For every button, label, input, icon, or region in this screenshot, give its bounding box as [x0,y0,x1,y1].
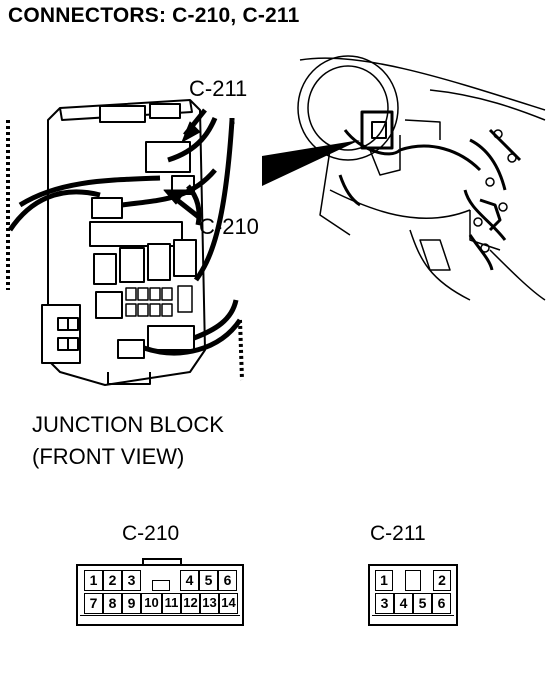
c210-title: C-210 [122,522,180,545]
c211-key [372,615,454,622]
c210-pin-blank [152,580,170,591]
c211-pin: 2 [433,570,451,591]
c210-pin: 6 [218,570,237,591]
c211-pin-blank [405,570,421,591]
c211-pin: 1 [375,570,393,591]
c210-pin: 2 [103,570,122,591]
c211-pin: 5 [413,593,432,614]
c210-pin: 11 [162,593,181,614]
dashboard-location-view [297,55,546,301]
caption-line-2: (FRONT VIEW) [32,444,185,469]
c210-pin: 12 [181,593,200,614]
c211-pin: 4 [394,593,413,614]
c210-pin: 7 [84,593,103,614]
diagram-title: CONNECTORS: C-210, C-211 [8,4,300,27]
c210-pin: 8 [103,593,122,614]
c211-connector: 1 2 3 4 5 6 [368,564,458,626]
c210-pin: 9 [122,593,141,614]
c210-latch [142,558,182,566]
c210-connector: 1 2 3 4 5 6 7 8 9 10 11 12 13 14 [76,564,244,626]
caption-line-1: JUNCTION BLOCK [32,412,224,437]
c211-callout-label: C-211 [189,76,248,101]
c210-key [80,615,240,622]
c211-pin: 3 [375,593,394,614]
c211-title: C-211 [370,522,426,545]
c210-pin: 3 [122,570,141,591]
c210-pin: 14 [219,593,238,614]
c210-callout-label: C-210 [199,214,259,239]
c210-pin: 1 [84,570,103,591]
c210-pin: 13 [200,593,219,614]
c210-pin: 4 [180,570,199,591]
c210-pin: 5 [199,570,218,591]
c211-pin: 6 [432,593,451,614]
view-pointer [262,140,360,186]
c210-pin: 10 [141,593,162,614]
